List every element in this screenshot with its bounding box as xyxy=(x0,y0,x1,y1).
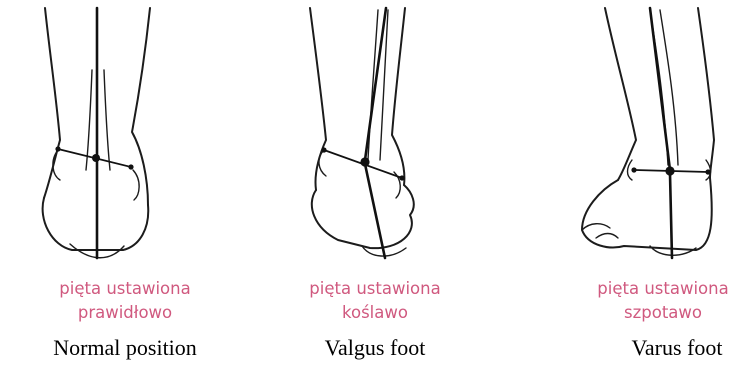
leg-outline-left xyxy=(310,8,326,190)
ankle-left xyxy=(628,160,633,180)
heel-drawing-normal xyxy=(0,0,250,280)
heel-outline xyxy=(43,198,149,250)
heel-outline xyxy=(582,178,712,250)
polish-label-line1: pięta ustawiona xyxy=(250,277,500,300)
english-caption: Normal position xyxy=(0,335,250,361)
english-caption: Valgus foot xyxy=(250,335,500,361)
ankle-right xyxy=(133,170,139,200)
cross-left-dot xyxy=(55,146,60,151)
cross-left-dot xyxy=(631,167,636,172)
heel-drawing-varus xyxy=(500,0,749,280)
leg-outline-right xyxy=(132,8,150,205)
leg-outline-right xyxy=(392,8,405,185)
polish-label-line2: koślawo xyxy=(250,301,500,324)
heel-axis-line xyxy=(670,174,672,258)
achilles-tendon xyxy=(368,10,388,160)
leg-axis-line xyxy=(650,8,670,170)
polish-label-line2: szpotawo xyxy=(538,301,749,324)
cross-right-dot xyxy=(399,175,404,180)
cross-right-dot xyxy=(705,169,710,174)
leg-outline-right xyxy=(698,8,714,178)
english-caption: Varus foot xyxy=(552,335,749,361)
panel-varus: pięta ustawiona szpotawo Varus foot xyxy=(500,0,749,373)
forefoot-outline xyxy=(582,224,618,238)
cross-right-dot xyxy=(128,164,133,169)
axis-center-dot xyxy=(92,154,100,162)
polish-label-line2: prawidłowo xyxy=(0,301,250,324)
leg-outline-left xyxy=(44,8,60,198)
cross-left-dot xyxy=(321,147,326,152)
axis-center-dot xyxy=(360,157,369,166)
panel-normal: pięta ustawiona prawidłowo Normal positi… xyxy=(0,0,250,373)
polish-label-line1: pięta ustawiona xyxy=(0,277,250,300)
leg-outline-left xyxy=(605,8,636,180)
heel-axis-line xyxy=(365,164,385,258)
axis-center-dot xyxy=(665,166,674,175)
leg-axis-line xyxy=(365,8,386,160)
polish-label-line1: pięta ustawiona xyxy=(538,277,749,300)
heel-drawing-valgus xyxy=(250,0,500,280)
panel-valgus: pięta ustawiona koślawo Valgus foot xyxy=(250,0,500,373)
